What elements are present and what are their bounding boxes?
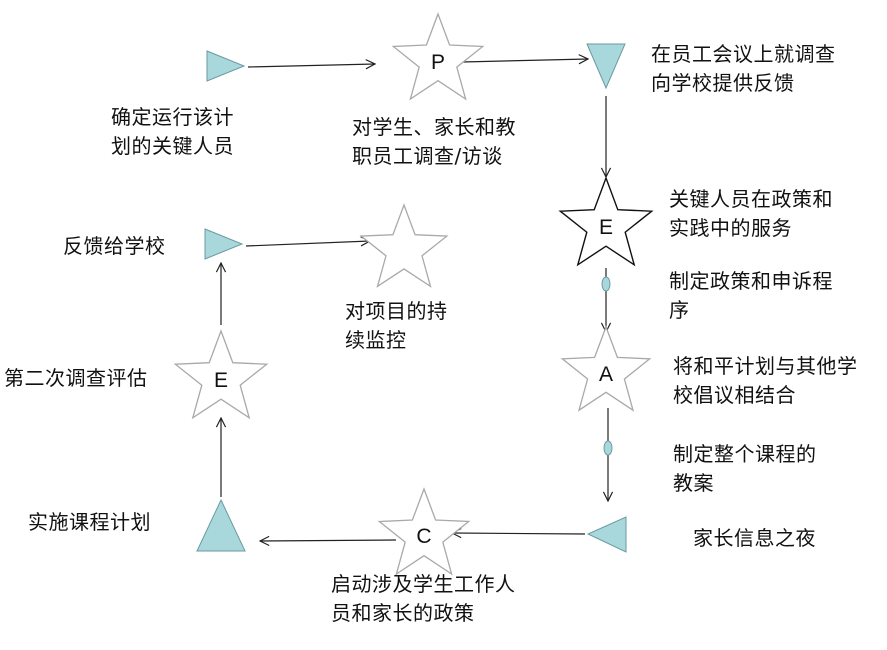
- label-lesson-plans: 制定整个课程的 教案: [673, 442, 817, 495]
- star-a-letter: A: [599, 363, 613, 386]
- label-identify-key-people: 确定运行该计 划的关键人员: [111, 105, 234, 158]
- star-p-letter: P: [431, 51, 445, 74]
- star-e-left: [173, 329, 269, 420]
- label-launch-policy: 启动涉及学生工作人 员和家长的政策: [331, 572, 516, 625]
- arrow-c-to-implement: [260, 540, 397, 541]
- arrow-identify-to-p: [247, 64, 375, 67]
- star-c: [377, 487, 471, 576]
- arrow-feedback-school-to-monitor: [245, 241, 370, 247]
- star-c-letter: C: [416, 525, 431, 548]
- connector-oval: [601, 276, 611, 292]
- star-a: [560, 325, 652, 412]
- label-key-services: 关键人员在政策和 实践中的服务: [669, 187, 833, 240]
- star-e-left-letter: E: [214, 369, 228, 392]
- connector-oval: [603, 440, 613, 456]
- triangle-right-start: [206, 50, 246, 82]
- label-survey-interviews: 对学生、家长和教 职员工调查/访谈: [352, 115, 516, 168]
- label-feedback-meeting: 在员工会议上就调查 向学校提供反馈: [651, 42, 836, 95]
- triangle-up-implement: [196, 498, 246, 552]
- label-policy-appeal: 制定政策和申诉程 序: [669, 269, 833, 322]
- triangle-right-feedback-school: [204, 228, 244, 260]
- label-integrate-initiatives: 将和平计划与其他学 校倡议相结合: [673, 354, 858, 407]
- star-e-top: [558, 175, 654, 267]
- label-feedback-to-school: 反馈给学校: [63, 234, 166, 258]
- arrow-parent-to-c: [452, 533, 586, 534]
- star-e-top-letter: E: [599, 216, 613, 239]
- star-monitor: [359, 203, 449, 288]
- label-ongoing-monitoring: 对项目的持 续监控: [345, 299, 448, 352]
- triangle-left-parent-night: [586, 516, 627, 553]
- triangle-down-feedback: [586, 43, 626, 90]
- label-parent-night: 家长信息之夜: [693, 526, 816, 550]
- label-second-survey: 第二次调查评估: [4, 366, 148, 390]
- arrow-p-to-feedback: [461, 59, 588, 62]
- star-p: [391, 12, 485, 101]
- label-implement-curriculum: 实施课程计划: [28, 510, 151, 534]
